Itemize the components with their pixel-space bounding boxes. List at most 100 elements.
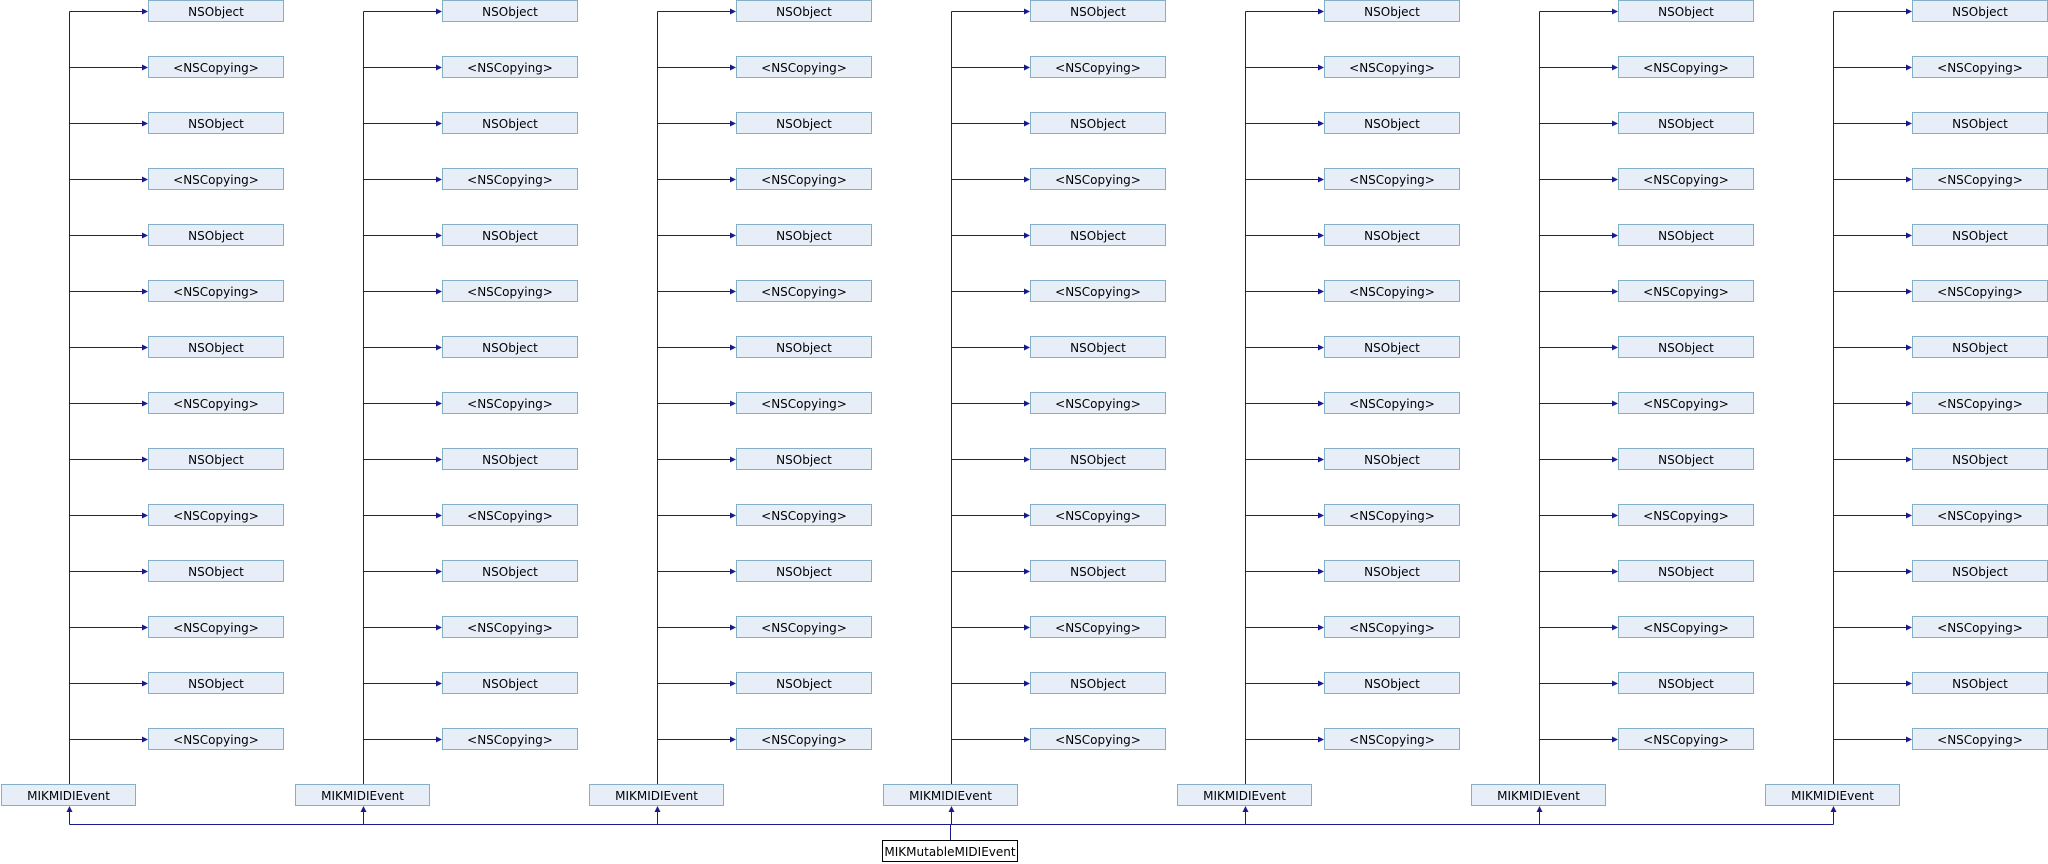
nsobject-class-node[interactable]: NSObject — [442, 560, 578, 582]
nsobject-class-node[interactable]: NSObject — [736, 0, 872, 22]
nsobject-class-node[interactable]: NSObject — [1618, 448, 1754, 470]
nsobject-class-node[interactable]: NSObject — [442, 224, 578, 246]
nsobject-class-node[interactable]: NSObject — [148, 0, 284, 22]
nsobject-class-node[interactable]: NSObject — [1912, 112, 2048, 134]
nsobject-class-node[interactable]: NSObject — [736, 112, 872, 134]
nsobject-class-node[interactable]: NSObject — [1912, 560, 2048, 582]
nscopying-protocol-node[interactable]: <NSCopying> — [148, 504, 284, 526]
nsobject-class-node[interactable]: NSObject — [442, 672, 578, 694]
nscopying-protocol-node[interactable]: <NSCopying> — [1618, 728, 1754, 750]
nscopying-protocol-node[interactable]: <NSCopying> — [148, 56, 284, 78]
nsobject-class-node[interactable]: NSObject — [1618, 112, 1754, 134]
mikmutablemidievent-root-node[interactable]: MIKMutableMIDIEvent — [882, 840, 1018, 862]
nsobject-class-node[interactable]: NSObject — [1912, 448, 2048, 470]
nsobject-class-node[interactable]: NSObject — [442, 112, 578, 134]
nscopying-protocol-node[interactable]: <NSCopying> — [1912, 56, 2048, 78]
nsobject-class-node[interactable]: NSObject — [1030, 336, 1166, 358]
nscopying-protocol-node[interactable]: <NSCopying> — [1324, 504, 1460, 526]
nsobject-class-node[interactable]: NSObject — [1618, 336, 1754, 358]
nscopying-protocol-node[interactable]: <NSCopying> — [442, 504, 578, 526]
nscopying-protocol-node[interactable]: <NSCopying> — [1324, 392, 1460, 414]
nscopying-protocol-node[interactable]: <NSCopying> — [1912, 168, 2048, 190]
nsobject-class-node[interactable]: NSObject — [1912, 672, 2048, 694]
nscopying-protocol-node[interactable]: <NSCopying> — [148, 616, 284, 638]
nsobject-class-node[interactable]: NSObject — [148, 112, 284, 134]
nsobject-class-node[interactable]: NSObject — [1324, 336, 1460, 358]
nscopying-protocol-node[interactable]: <NSCopying> — [1618, 504, 1754, 526]
nscopying-protocol-node[interactable]: <NSCopying> — [1030, 392, 1166, 414]
nsobject-class-node[interactable]: NSObject — [1324, 224, 1460, 246]
nscopying-protocol-node[interactable]: <NSCopying> — [736, 168, 872, 190]
nsobject-class-node[interactable]: NSObject — [1912, 336, 2048, 358]
nscopying-protocol-node[interactable]: <NSCopying> — [1324, 56, 1460, 78]
nsobject-class-node[interactable]: NSObject — [1030, 112, 1166, 134]
nscopying-protocol-node[interactable]: <NSCopying> — [1324, 728, 1460, 750]
nscopying-protocol-node[interactable]: <NSCopying> — [1030, 616, 1166, 638]
nscopying-protocol-node[interactable]: <NSCopying> — [1030, 280, 1166, 302]
nscopying-protocol-node[interactable]: <NSCopying> — [736, 616, 872, 638]
nscopying-protocol-node[interactable]: <NSCopying> — [442, 392, 578, 414]
nscopying-protocol-node[interactable]: <NSCopying> — [148, 168, 284, 190]
mikmidievent-class-node[interactable]: MIKMIDIEvent — [1765, 784, 1900, 806]
nscopying-protocol-node[interactable]: <NSCopying> — [1324, 280, 1460, 302]
nscopying-protocol-node[interactable]: <NSCopying> — [442, 616, 578, 638]
nsobject-class-node[interactable]: NSObject — [148, 448, 284, 470]
nsobject-class-node[interactable]: NSObject — [148, 224, 284, 246]
nscopying-protocol-node[interactable]: <NSCopying> — [736, 56, 872, 78]
nscopying-protocol-node[interactable]: <NSCopying> — [1618, 56, 1754, 78]
nscopying-protocol-node[interactable]: <NSCopying> — [736, 280, 872, 302]
nsobject-class-node[interactable]: NSObject — [442, 0, 578, 22]
nsobject-class-node[interactable]: NSObject — [1324, 0, 1460, 22]
nsobject-class-node[interactable]: NSObject — [736, 448, 872, 470]
nsobject-class-node[interactable]: NSObject — [442, 448, 578, 470]
nscopying-protocol-node[interactable]: <NSCopying> — [442, 728, 578, 750]
nscopying-protocol-node[interactable]: <NSCopying> — [1618, 616, 1754, 638]
nsobject-class-node[interactable]: NSObject — [1912, 224, 2048, 246]
mikmidievent-class-node[interactable]: MIKMIDIEvent — [883, 784, 1018, 806]
nscopying-protocol-node[interactable]: <NSCopying> — [1618, 392, 1754, 414]
nsobject-class-node[interactable]: NSObject — [1618, 560, 1754, 582]
mikmidievent-class-node[interactable]: MIKMIDIEvent — [1471, 784, 1606, 806]
nscopying-protocol-node[interactable]: <NSCopying> — [1030, 504, 1166, 526]
nsobject-class-node[interactable]: NSObject — [1618, 0, 1754, 22]
nsobject-class-node[interactable]: NSObject — [736, 672, 872, 694]
nscopying-protocol-node[interactable]: <NSCopying> — [1324, 616, 1460, 638]
mikmidievent-class-node[interactable]: MIKMIDIEvent — [1, 784, 136, 806]
nsobject-class-node[interactable]: NSObject — [736, 224, 872, 246]
nscopying-protocol-node[interactable]: <NSCopying> — [442, 56, 578, 78]
nsobject-class-node[interactable]: NSObject — [1618, 224, 1754, 246]
nsobject-class-node[interactable]: NSObject — [1618, 672, 1754, 694]
nscopying-protocol-node[interactable]: <NSCopying> — [736, 392, 872, 414]
nsobject-class-node[interactable]: NSObject — [736, 336, 872, 358]
mikmidievent-class-node[interactable]: MIKMIDIEvent — [295, 784, 430, 806]
nsobject-class-node[interactable]: NSObject — [1030, 560, 1166, 582]
nsobject-class-node[interactable]: NSObject — [1324, 560, 1460, 582]
nscopying-protocol-node[interactable]: <NSCopying> — [442, 168, 578, 190]
nsobject-class-node[interactable]: NSObject — [442, 336, 578, 358]
nsobject-class-node[interactable]: NSObject — [1030, 224, 1166, 246]
nsobject-class-node[interactable]: NSObject — [148, 336, 284, 358]
nscopying-protocol-node[interactable]: <NSCopying> — [1912, 616, 2048, 638]
nscopying-protocol-node[interactable]: <NSCopying> — [736, 728, 872, 750]
nscopying-protocol-node[interactable]: <NSCopying> — [736, 504, 872, 526]
nscopying-protocol-node[interactable]: <NSCopying> — [1324, 168, 1460, 190]
nscopying-protocol-node[interactable]: <NSCopying> — [1030, 56, 1166, 78]
nscopying-protocol-node[interactable]: <NSCopying> — [1618, 168, 1754, 190]
mikmidievent-class-node[interactable]: MIKMIDIEvent — [1177, 784, 1312, 806]
nsobject-class-node[interactable]: NSObject — [736, 560, 872, 582]
nscopying-protocol-node[interactable]: <NSCopying> — [1912, 728, 2048, 750]
nsobject-class-node[interactable]: NSObject — [1912, 0, 2048, 22]
nsobject-class-node[interactable]: NSObject — [1030, 0, 1166, 22]
nscopying-protocol-node[interactable]: <NSCopying> — [1912, 392, 2048, 414]
nsobject-class-node[interactable]: NSObject — [148, 560, 284, 582]
nsobject-class-node[interactable]: NSObject — [1030, 672, 1166, 694]
nsobject-class-node[interactable]: NSObject — [1324, 112, 1460, 134]
nsobject-class-node[interactable]: NSObject — [1324, 672, 1460, 694]
nsobject-class-node[interactable]: NSObject — [1324, 448, 1460, 470]
nscopying-protocol-node[interactable]: <NSCopying> — [1618, 280, 1754, 302]
nsobject-class-node[interactable]: NSObject — [148, 672, 284, 694]
nscopying-protocol-node[interactable]: <NSCopying> — [1030, 168, 1166, 190]
nscopying-protocol-node[interactable]: <NSCopying> — [1912, 280, 2048, 302]
nscopying-protocol-node[interactable]: <NSCopying> — [1912, 504, 2048, 526]
nscopying-protocol-node[interactable]: <NSCopying> — [148, 728, 284, 750]
